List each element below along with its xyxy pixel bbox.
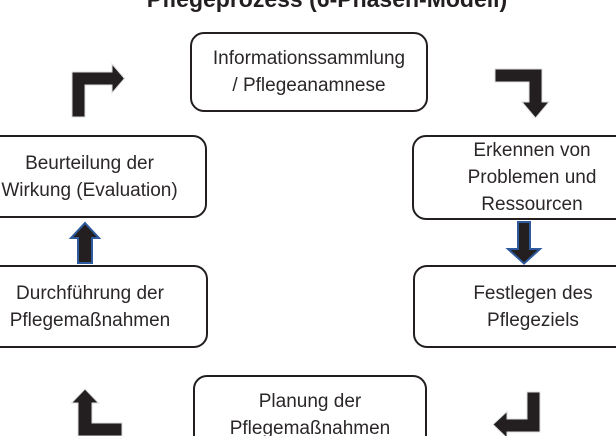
node-erkennen: Erkennen von Problemen und Ressourcen bbox=[412, 135, 616, 220]
node-durchfuehrung: Durchführung der Pflegemaßnahmen bbox=[0, 265, 208, 348]
arrow-up-icon bbox=[68, 221, 102, 264]
cycle-arrow-down-left-icon bbox=[492, 391, 541, 436]
cycle-arrow-up-right-icon bbox=[71, 62, 126, 118]
node-label: Planung der Pflegemaßnahmen bbox=[229, 391, 391, 436]
node-label: Durchführung der Pflegemaßnahmen bbox=[9, 282, 171, 331]
node-beurteilung: Beurteilung der Wirkung (Evaluation) bbox=[0, 135, 207, 218]
node-informationssammlung: Informationssammlung / Pflegeanamnese bbox=[190, 32, 428, 112]
node-label: Festlegen des Pflegeziels bbox=[473, 282, 593, 331]
cycle-arrow-right-down-icon bbox=[494, 68, 551, 119]
node-planung: Planung der Pflegemaßnahmen bbox=[193, 375, 427, 436]
node-festlegen: Festlegen des Pflegeziels bbox=[413, 265, 616, 348]
diagram-title: Pflegeprozess (6-Phasen-Modell) bbox=[0, 0, 616, 11]
node-label: Beurteilung der Wirkung (Evaluation) bbox=[1, 152, 178, 201]
cycle-arrow-left-up-icon bbox=[70, 388, 123, 436]
node-label: Informationssammlung / Pflegeanamnese bbox=[212, 48, 406, 96]
node-label: Erkennen von Problemen und Ressourcen bbox=[467, 140, 597, 215]
arrow-down-icon bbox=[505, 221, 543, 265]
